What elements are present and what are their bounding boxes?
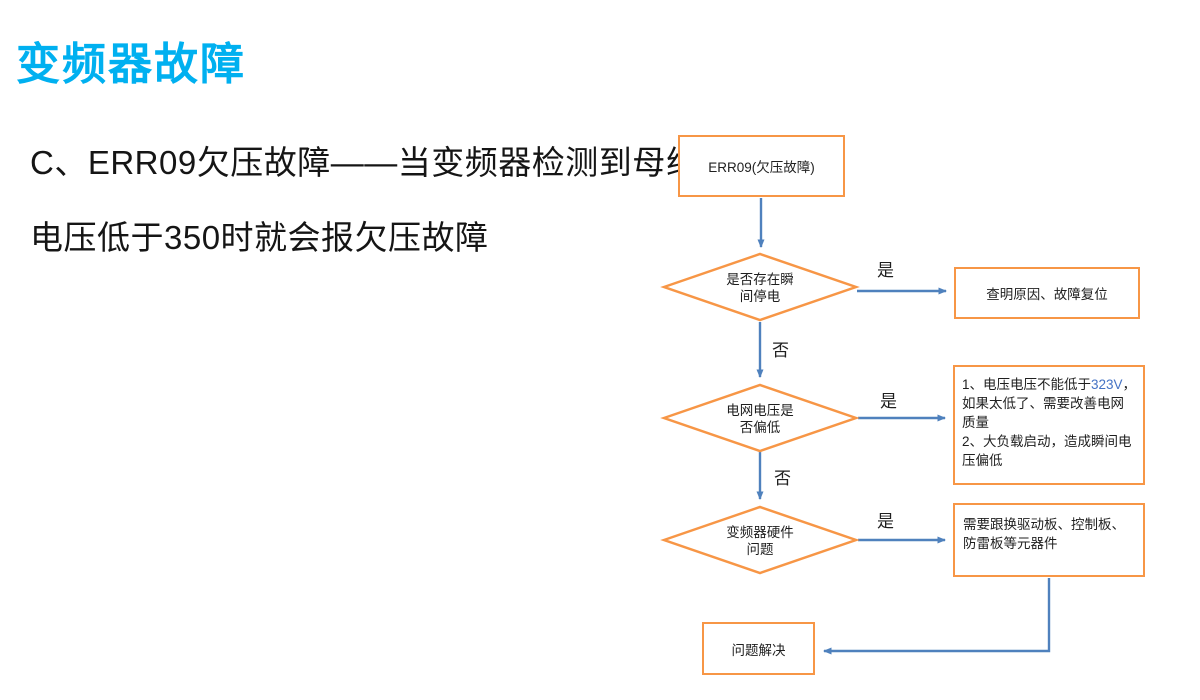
decision-2-label: 电网电压是 否偏低 — [685, 402, 835, 436]
action-reset-box: 查明原因、故障复位 — [954, 267, 1140, 319]
decision-2-line-1: 电网电压是 — [726, 403, 794, 418]
decision-2-shape — [660, 383, 860, 453]
intro-line-1: C、ERR09欠压故障——当变频器检测到母线 — [30, 144, 700, 181]
yes-label-2: 是 — [880, 392, 897, 411]
action-grid-item-2: 2、大负载启动，造成瞬间电压偏低 — [962, 434, 1132, 468]
slide-title: 变频器故障 — [16, 40, 246, 89]
decision-2-line-2: 否偏低 — [739, 420, 781, 435]
action-grid-item-1: 1、电压电压不能低于323V，如果太低了、需要改善电网质量 — [962, 375, 1137, 432]
decision-1-line-1: 是否存在瞬 — [726, 272, 794, 287]
decision-1-line-2: 间停电 — [739, 289, 781, 304]
end-box: 问题解决 — [702, 622, 815, 675]
decision-3-line-1: 变频器硬件 — [726, 525, 794, 540]
no-label-2: 否 — [774, 469, 791, 488]
decision-3-line-2: 问题 — [746, 542, 774, 557]
connector-action3-to-end — [823, 578, 1051, 655]
start-box: ERR09(欠压故障) — [678, 135, 845, 197]
no-label-1: 否 — [772, 341, 789, 360]
yes-label-1: 是 — [877, 261, 894, 280]
action-grid-item-1-voltage: 323V — [1091, 377, 1123, 392]
intro-line-2: 电压低于350时就会报欠压故障 — [30, 219, 489, 256]
decision-1-label: 是否存在瞬 间停电 — [685, 271, 835, 305]
decision-3-label: 变频器硬件 问题 — [685, 524, 835, 558]
decision-3-shape — [660, 505, 860, 575]
end-box-label: 问题解决 — [731, 642, 786, 658]
action-grid-box: 1、电压电压不能低于323V，如果太低了、需要改善电网质量 2、大负载启动，造成… — [953, 365, 1145, 485]
start-box-label: ERR09(欠压故障) — [708, 160, 815, 175]
action-grid-text: 1、电压电压不能低于323V，如果太低了、需要改善电网质量 2、大负载启动，造成… — [962, 375, 1137, 470]
yes-label-3: 是 — [877, 512, 894, 531]
action-grid-item-1-prefix: 1、电压电压不能低于 — [962, 377, 1092, 392]
action-reset-label: 查明原因、故障复位 — [986, 287, 1108, 302]
decision-1-shape — [660, 252, 860, 322]
action-replace-text: 需要跟换驱动板、控制板、 防雷板等元器件 — [963, 515, 1125, 553]
action-replace-box: 需要跟换驱动板、控制板、 防雷板等元器件 — [953, 503, 1145, 577]
action-replace-line-1: 需要跟换驱动板、控制板、 — [963, 517, 1125, 532]
action-grid-item-1-suffix: ，如果太低了、需要改善电网质量 — [962, 377, 1137, 430]
action-replace-line-2: 防雷板等元器件 — [963, 536, 1058, 551]
